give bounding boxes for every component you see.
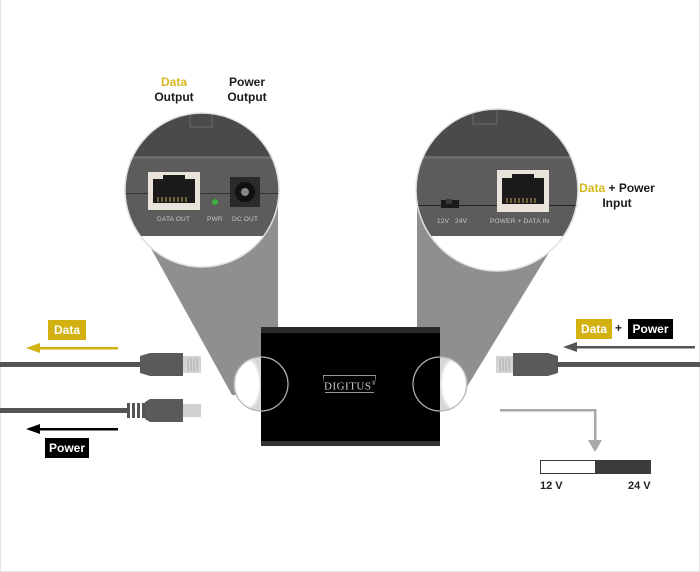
right-magnifier: [416, 109, 578, 271]
right-port-highlight: [412, 356, 468, 412]
data-out-port-label: DATA OUT: [157, 216, 191, 223]
power-word: Power: [228, 75, 265, 89]
input-word: Input: [602, 196, 632, 210]
brand-name: DIGITUS: [324, 380, 372, 393]
power-word: Power: [618, 181, 655, 195]
plus-sign: +: [608, 181, 616, 195]
power-tag-right: Power: [628, 319, 673, 339]
data-power-input-title: Data + Power Input: [578, 181, 656, 211]
left-data-cable: [0, 353, 201, 376]
voltage-selector-bar: [540, 460, 651, 474]
plus-sign-right: +: [615, 321, 623, 335]
output-word: Output: [227, 90, 267, 104]
power-output-arrow: [26, 424, 118, 434]
switch-24v-label: 24V: [455, 218, 468, 225]
data-output-title: Data Output: [152, 75, 196, 105]
data-tag-left: Data: [48, 320, 86, 340]
data-power-input-arrow: [563, 342, 695, 352]
digitus-logo: DIGITUS®: [323, 375, 376, 393]
power-output-title: Power Output: [222, 75, 272, 105]
pwr-led-label: PWR: [207, 216, 223, 223]
left-power-cable: [0, 399, 201, 422]
power-data-in-port-label: POWER + DATA IN: [490, 218, 550, 225]
data-tag-right: Data: [576, 319, 612, 339]
left-port-highlight: [233, 356, 289, 412]
data-word: Data: [160, 75, 187, 89]
voltage-12v-label: 12 V: [540, 480, 563, 492]
data-output-arrow: [26, 343, 118, 353]
poe-splitter-device: [261, 327, 440, 446]
data-word: Data: [579, 181, 606, 195]
registered-mark: ®: [371, 381, 377, 387]
voltage-callout-arrow: [500, 409, 602, 452]
right-data-power-cable: [496, 353, 700, 376]
switch-12v-label: 12V: [437, 218, 450, 225]
dc-out-port-label: DC OUT: [232, 216, 259, 223]
left-magnifier: [125, 113, 279, 267]
power-tag-left: Power: [45, 438, 89, 458]
voltage-24v-label: 24 V: [628, 480, 651, 492]
output-word: Output: [154, 90, 194, 104]
